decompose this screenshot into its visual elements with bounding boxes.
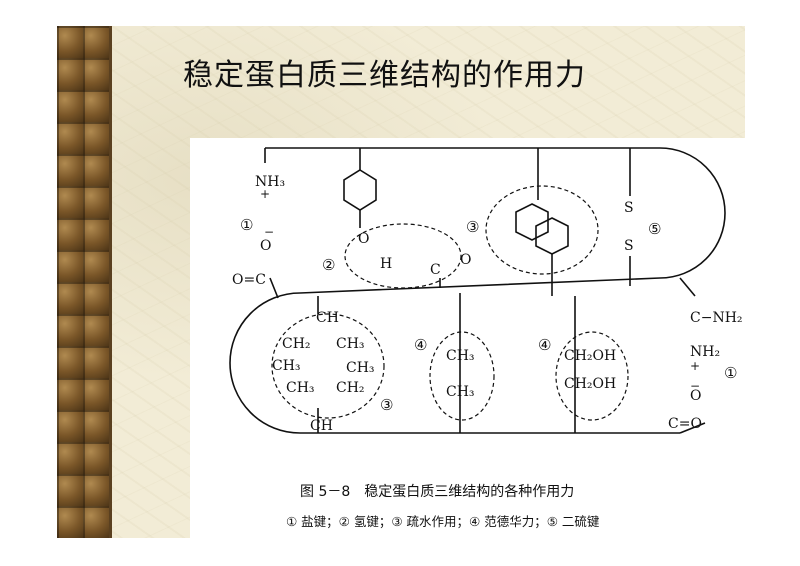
bottom-carbonyl-label: C=O bbox=[668, 416, 702, 432]
backbone-right-link bbox=[679, 277, 696, 297]
ch2-left-label: CH₂ bbox=[282, 336, 311, 352]
nh2-plus: + bbox=[690, 359, 700, 373]
hbond-h-label: H bbox=[380, 256, 392, 272]
vdw-ch3-top-label: CH₃ bbox=[446, 348, 475, 364]
marker-disulfide: ⑤ bbox=[648, 220, 661, 238]
sulfur-top: S bbox=[624, 200, 634, 216]
hbond-circle bbox=[344, 223, 462, 289]
nh3-label: NH₃ bbox=[255, 174, 285, 190]
figure-legend: ① 盐键；② 氢键；③ 疏水作用；④ 范德华力；⑤ 二硫键 bbox=[286, 514, 600, 529]
nh2-label: NH₂ bbox=[690, 344, 720, 360]
slide-title: 稳定蛋白质三维结构的作用力 bbox=[183, 58, 586, 93]
minus-sign-top: − bbox=[264, 225, 274, 239]
side-strip-divider bbox=[109, 26, 112, 538]
ch2-right-label: CH₂ bbox=[336, 380, 365, 396]
marker-vdw-right: ④ bbox=[538, 336, 551, 354]
o-bottom-label: O bbox=[690, 388, 701, 404]
decorative-side-strip bbox=[57, 26, 111, 538]
marker-hydrophobic-bottom: ③ bbox=[380, 396, 393, 414]
ch2oh-bottom-label: CH₂OH bbox=[564, 376, 616, 392]
protein-forces-diagram: NH₃ + ① − O O=C O ② H C O ③ S S ⑤ C−NH₂ … bbox=[229, 147, 743, 529]
marker-vdw-left: ④ bbox=[414, 336, 427, 354]
figure-caption: 图 5－8 稳定蛋白质三维结构的各种作用力 bbox=[300, 484, 574, 500]
ch3-c-label: CH₃ bbox=[346, 360, 375, 376]
minus-o-label: O bbox=[260, 238, 271, 254]
backbone-tail bbox=[679, 422, 706, 434]
asp-stem bbox=[269, 277, 279, 299]
protein-forces-figure: NH₃ + ① − O O=C O ② H C O ③ S S ⑤ C−NH₂ … bbox=[190, 138, 745, 538]
ch3-a-label: CH₃ bbox=[336, 336, 365, 352]
slide: 稳定蛋白质三维结构的作用力 bbox=[57, 26, 745, 538]
vdw-circle-2 bbox=[555, 331, 629, 421]
left-carbonyl-label: O=C bbox=[232, 272, 266, 288]
ch-top-label: CH bbox=[316, 310, 339, 326]
marker-hbond: ② bbox=[322, 256, 335, 274]
ch2oh-top-label: CH₂OH bbox=[564, 348, 616, 364]
marker-salt-bridge-top: ① bbox=[240, 216, 253, 234]
nh3-plus: + bbox=[260, 187, 270, 201]
backbone-upper bbox=[265, 147, 726, 294]
phe-ring-a bbox=[515, 203, 549, 241]
minus-sign-bottom: − bbox=[690, 379, 700, 393]
tyr-ring bbox=[343, 169, 377, 211]
guanidino-label: C−NH₂ bbox=[690, 310, 743, 326]
marker-hydrophobic-top: ③ bbox=[466, 218, 479, 236]
ch3-b-label: CH₃ bbox=[272, 358, 301, 374]
vdw-ch3-bottom-label: CH₃ bbox=[446, 384, 475, 400]
sulfur-bottom: S bbox=[624, 238, 634, 254]
carbonyl-o-label: O bbox=[460, 252, 471, 268]
ch-bottom-label: CH bbox=[310, 418, 333, 434]
marker-salt-bridge-bottom: ① bbox=[724, 364, 737, 382]
hydrophobic-circle-bottom bbox=[271, 313, 385, 419]
hbond-o-label: O bbox=[358, 231, 369, 247]
ch3-d-label: CH₃ bbox=[286, 380, 315, 396]
carbonyl-c-label: C bbox=[430, 262, 441, 278]
hydrophobic-circle-top bbox=[485, 185, 599, 275]
backbone-lower bbox=[229, 292, 680, 434]
vdw-circle bbox=[429, 331, 495, 421]
